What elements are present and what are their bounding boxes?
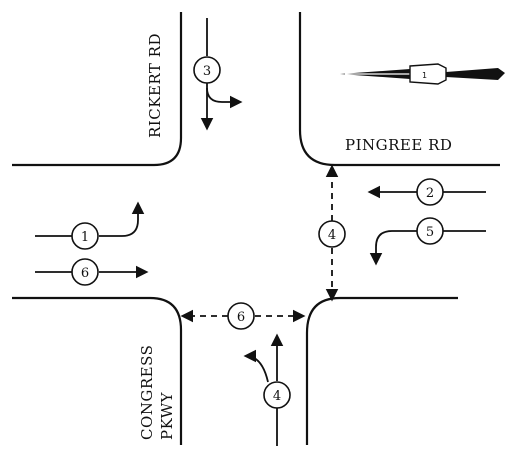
movement-4-vehicle-number: 4 bbox=[273, 389, 281, 404]
movement-3-badge bbox=[193, 56, 221, 84]
movement-1-badge bbox=[71, 222, 99, 250]
movement-2-path: 2 bbox=[367, 178, 486, 206]
movement-2-number: 2 bbox=[426, 186, 434, 201]
movement-6-vehicle-badge bbox=[71, 258, 99, 286]
movement-4-pedestrian-path: 4 bbox=[318, 164, 346, 302]
road-name-south-line2: PKWY bbox=[158, 391, 176, 440]
movement-1-path: 1 bbox=[35, 201, 145, 250]
north-arrow-marker: 1 bbox=[422, 71, 427, 80]
curb-northwest bbox=[12, 12, 183, 167]
movement-1-number: 1 bbox=[81, 230, 89, 245]
movement-6-pedestrian-number: 6 bbox=[237, 310, 245, 325]
north-arrow: 1 bbox=[340, 63, 505, 85]
movement-6-vehicle-path: 6 bbox=[35, 258, 149, 286]
movement-3-path: 3 bbox=[193, 18, 243, 131]
road-name-east: PINGREE RD bbox=[345, 136, 452, 154]
movement-5-badge bbox=[416, 217, 444, 245]
movement-3-number: 3 bbox=[203, 64, 211, 79]
movement-4-pedestrian-badge bbox=[318, 220, 346, 248]
movement-5-number: 5 bbox=[426, 225, 434, 240]
movement-2-badge bbox=[416, 178, 444, 206]
movement-4-vehicle-path: 4 bbox=[243, 333, 291, 446]
curb-southeast bbox=[305, 296, 458, 445]
movement-4-vehicle-badge bbox=[263, 381, 291, 409]
north-arrow-tail bbox=[446, 68, 505, 80]
north-arrow-body bbox=[409, 63, 447, 85]
movement-6-vehicle-number: 6 bbox=[81, 266, 89, 281]
movement-6-pedestrian-badge bbox=[227, 302, 255, 330]
road-name-north: RICKERT RD bbox=[146, 33, 164, 138]
movement-4-pedestrian-number: 4 bbox=[328, 228, 336, 243]
curb-southwest bbox=[12, 296, 183, 445]
movement-5-path: 5 bbox=[369, 217, 486, 266]
movement-6-pedestrian-path: 6 bbox=[180, 302, 306, 330]
road-name-south-line1: CONGRESS bbox=[138, 345, 156, 440]
